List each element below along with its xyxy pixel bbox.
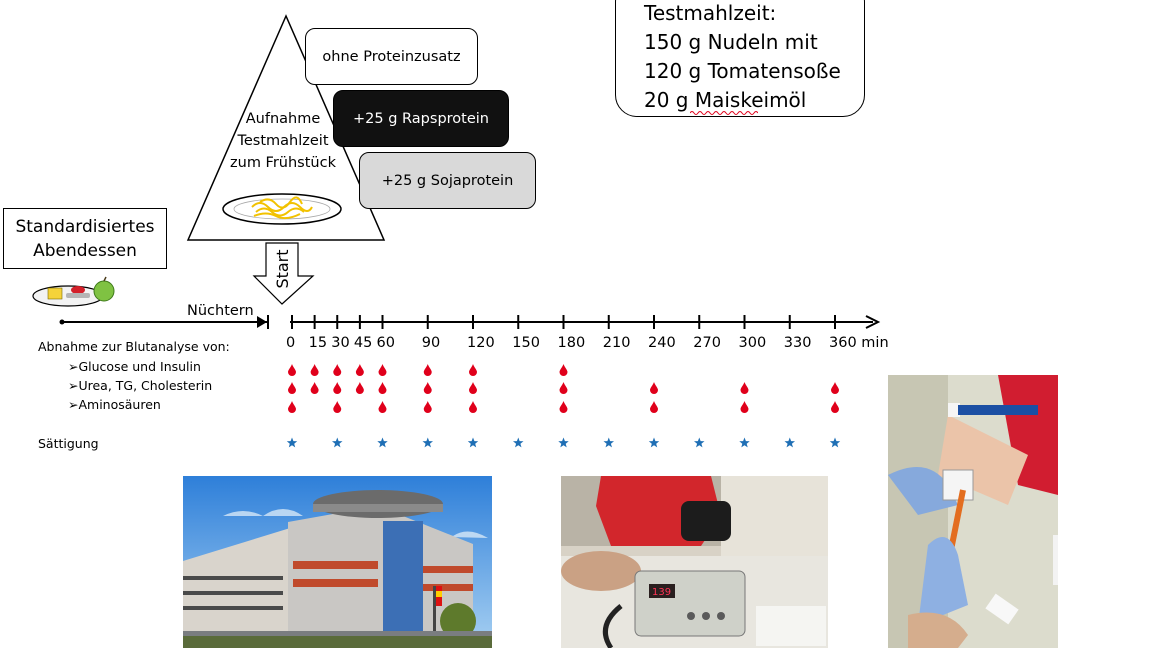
blood-draw-photo	[888, 375, 1058, 648]
timeline-tick-label: 330	[784, 335, 812, 351]
blood-drop-icon	[333, 382, 342, 394]
hospital-building-photo	[183, 476, 492, 648]
timeline-tick-label: 270	[693, 335, 721, 351]
meal-line: 20 g Maiskeimöl	[644, 86, 864, 115]
evening-line: Abendessen	[33, 241, 137, 261]
satiety-label: Sättigung	[38, 436, 99, 451]
star-icon	[422, 437, 433, 448]
timeline-tick-label: 300	[739, 335, 767, 351]
blood-drop-icon	[288, 382, 296, 394]
row-label-urea: ➢Urea, TG, Cholesterin	[68, 378, 212, 393]
variant-rapeseed-box: +25 g Rapsprotein	[333, 90, 509, 147]
blood-drop-icon	[378, 382, 387, 394]
triangle-line: zum Frühstück	[230, 155, 336, 171]
variant-none-box: ohne Proteinzusatz	[305, 28, 478, 85]
blood-drop-icon	[831, 382, 839, 394]
star-icon	[648, 437, 660, 448]
blood-drop-icon	[559, 364, 568, 376]
blood-drop-icon	[469, 382, 477, 394]
blood-drop-icon	[423, 382, 432, 394]
blood-pressure-photo: 139	[561, 476, 828, 648]
breakfast-triangle	[186, 14, 386, 241]
timeline-tick-label: 90	[422, 335, 440, 351]
svg-text:139: 139	[652, 587, 671, 598]
meal-line: 120 g Tomatensoße	[644, 59, 841, 83]
row-label-glucose: ➢Glucose und Insulin	[68, 359, 201, 374]
meal-line: 150 g Nudeln mit	[644, 30, 818, 54]
star-icon	[513, 437, 524, 448]
timeline-tick-label: 15	[309, 335, 327, 351]
fasting-start-dot	[59, 319, 65, 325]
timeline-tick-label: 360 min	[829, 335, 889, 351]
fasting-label: Nüchtern	[187, 303, 254, 319]
meal-line: Testmahlzeit:	[644, 1, 777, 25]
star-icon	[739, 437, 750, 448]
blood-drop-icon	[288, 364, 296, 376]
timeline-tick-label: 45	[354, 335, 372, 351]
star-icon	[286, 437, 298, 448]
timeline-tick-label: 30	[331, 335, 349, 351]
triangle-line: Testmahlzeit	[237, 133, 329, 149]
blood-drop-icon	[559, 382, 568, 394]
pasta-icon	[251, 196, 313, 220]
star-icon	[603, 437, 614, 448]
timeline-tick-label: 150	[512, 335, 540, 351]
fasting-arrowhead	[257, 316, 267, 328]
variant-soy-box: +25 g Sojaprotein	[359, 152, 536, 209]
blood-drop-icon	[740, 401, 749, 413]
blood-drop-icon	[469, 401, 477, 413]
variant-rapeseed-label: +25 g Rapsprotein	[353, 110, 489, 127]
blood-drop-icon	[288, 401, 296, 413]
variant-soy-label: +25 g Sojaprotein	[381, 172, 514, 189]
timeline-tick-label: 240	[648, 335, 676, 351]
timeline-tick-label: 120	[467, 335, 495, 351]
blood-drop-icon	[310, 364, 319, 376]
star-icon	[558, 437, 569, 448]
blood-drop-icon	[310, 382, 319, 394]
star-icon	[467, 437, 479, 448]
blood-drop-icon	[378, 364, 387, 376]
sampling-header: Abnahme zur Blutanalyse von:	[38, 339, 230, 354]
blood-drop-icon	[831, 401, 839, 413]
blood-drop-icon	[333, 364, 342, 376]
blood-drop-icon	[650, 382, 658, 394]
blood-drop-icon	[740, 382, 749, 394]
blood-drop-icon	[423, 364, 432, 376]
evening-meal-box: Standardisiertes Abendessen	[3, 208, 167, 269]
variant-none-label: ohne Proteinzusatz	[322, 48, 461, 65]
blood-drop-icon	[469, 364, 477, 376]
dinner-plate-icon	[32, 276, 115, 307]
star-icon	[784, 437, 795, 448]
timeline-tick-label: 180	[558, 335, 586, 351]
blood-drop-icon	[559, 401, 568, 413]
star-icon	[377, 437, 388, 448]
blood-drop-icon	[355, 364, 364, 376]
meal-info-box: Testmahlzeit: 150 g Nudeln mit 120 g Tom…	[615, 0, 865, 117]
spellcheck-underline	[690, 111, 758, 115]
row-label-amino: ➢Aminosäuren	[68, 397, 161, 412]
timeline-tick-label: 60	[377, 335, 395, 351]
star-icon	[829, 437, 841, 448]
blood-drop-icon	[423, 401, 432, 413]
evening-line: Standardisiertes	[15, 217, 155, 237]
triangle-line: Aufnahme	[245, 111, 321, 127]
start-arrow	[252, 242, 315, 305]
blood-drop-icon	[355, 382, 364, 394]
star-icon	[332, 437, 343, 448]
blood-drop-icon	[650, 401, 658, 413]
time-axis-arrowhead	[865, 315, 881, 329]
timeline-tick-label: 0	[286, 335, 295, 351]
timeline-tick-label: 210	[603, 335, 631, 351]
blood-drop-icon	[333, 401, 342, 413]
triangle-text: Aufnahme Testmahlzeit zum Frühstück	[200, 108, 366, 174]
blood-drop-icon	[378, 401, 387, 413]
star-icon	[694, 437, 705, 448]
